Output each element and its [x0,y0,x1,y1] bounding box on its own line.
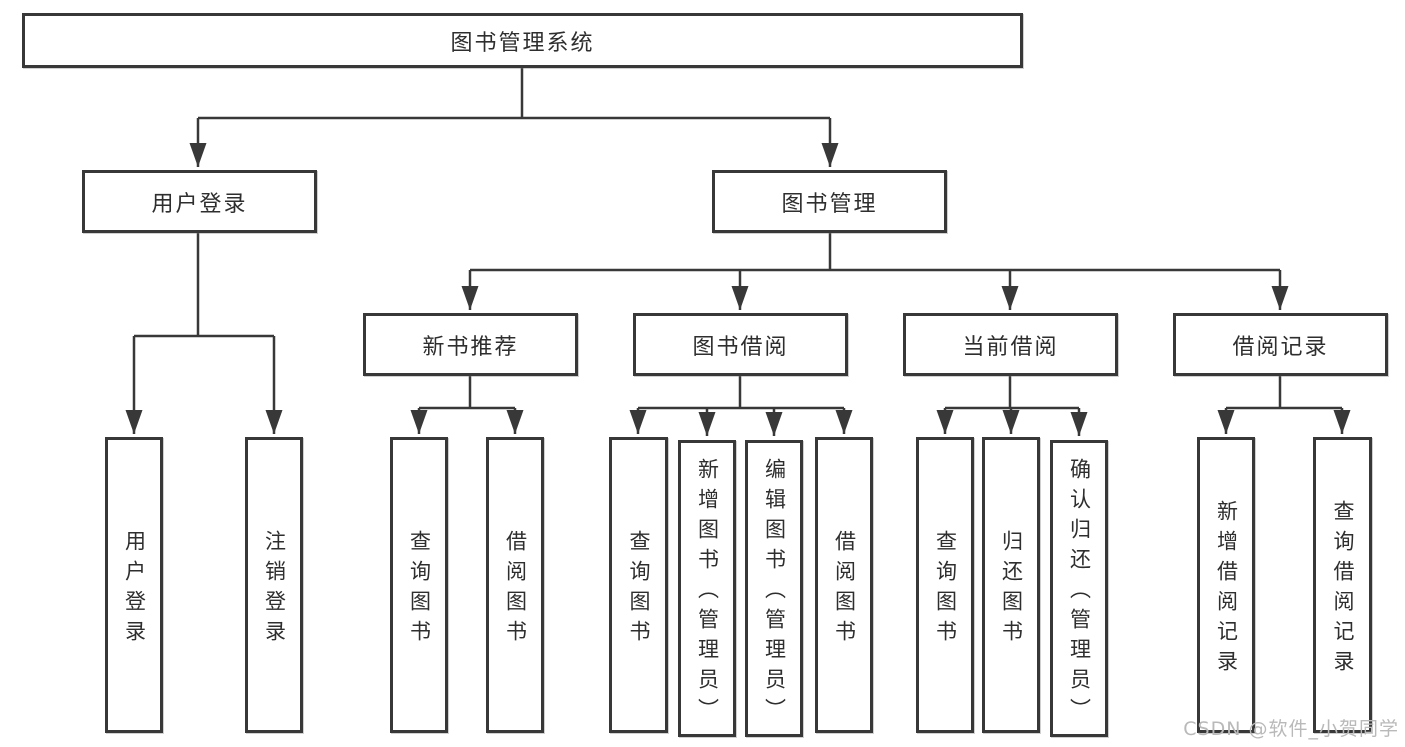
leaf-query-books-borrow: 查询图书 [609,437,668,733]
connector [198,68,830,120]
connector [134,233,274,338]
leaf-confirm-return-admin: 确认归还（管理员） [1050,440,1108,737]
node-label: 查询图书 [407,529,432,650]
leaf-borrow-books-recommend: 借阅图书 [486,437,544,733]
node-label: 借阅记录 [1232,334,1329,360]
connector [638,376,844,410]
node-label: 借阅图书 [503,529,528,650]
leaf-query-borrow-record: 查询借阅记录 [1313,437,1372,733]
leaf-logout-login: 注销登录 [245,437,303,733]
connector [945,376,1079,410]
node-current-borrowing: 当前借阅 [903,313,1118,376]
node-book-management: 图书管理 [712,170,947,233]
connector [419,376,515,410]
node-label: 注销登录 [262,529,287,650]
node-label: 查询借阅记录 [1331,499,1355,680]
node-label: 当前借阅 [962,334,1059,360]
node-label: 查询图书 [933,529,958,650]
node-label: 图书管理系统 [450,30,595,56]
connector [470,233,1280,272]
csdn-watermark: CSDN @软件_小贺同学 [1183,718,1399,740]
node-label: 用户登录 [151,191,248,217]
node-label: 图书管理 [781,191,878,217]
leaf-add-book-admin: 新增图书（管理员） [678,440,736,737]
node-label: 查询图书 [627,529,651,650]
node-book-borrowing: 图书借阅 [633,313,848,376]
node-library-management-system: 图书管理系统 [22,13,1023,68]
connector [1226,376,1342,410]
leaf-add-borrow-record: 新增借阅记录 [1197,437,1255,733]
leaf-query-books-current: 查询图书 [916,437,974,733]
leaf-return-book: 归还图书 [982,437,1040,733]
leaf-query-books-recommend: 查询图书 [390,437,448,733]
node-label: 图书借阅 [692,334,789,360]
node-label: 归还图书 [999,529,1024,650]
node-label: 借阅图书 [832,529,857,650]
node-user-login: 用户登录 [82,170,317,233]
node-label: 新增图书（管理员） [695,458,720,728]
node-label: 用户登录 [122,529,147,650]
node-new-book-recommend: 新书推荐 [363,313,578,376]
node-label: 编辑图书（管理员） [762,458,787,728]
node-borrowing-records: 借阅记录 [1173,313,1388,376]
node-label: 新增借阅记录 [1214,499,1239,680]
node-label: 确认归还（管理员） [1067,458,1092,728]
leaf-edit-book-admin: 编辑图书（管理员） [745,440,803,737]
leaf-user-login: 用户登录 [105,437,163,733]
leaf-borrow-books-borrow: 借阅图书 [815,437,873,733]
node-label: 新书推荐 [422,334,519,360]
